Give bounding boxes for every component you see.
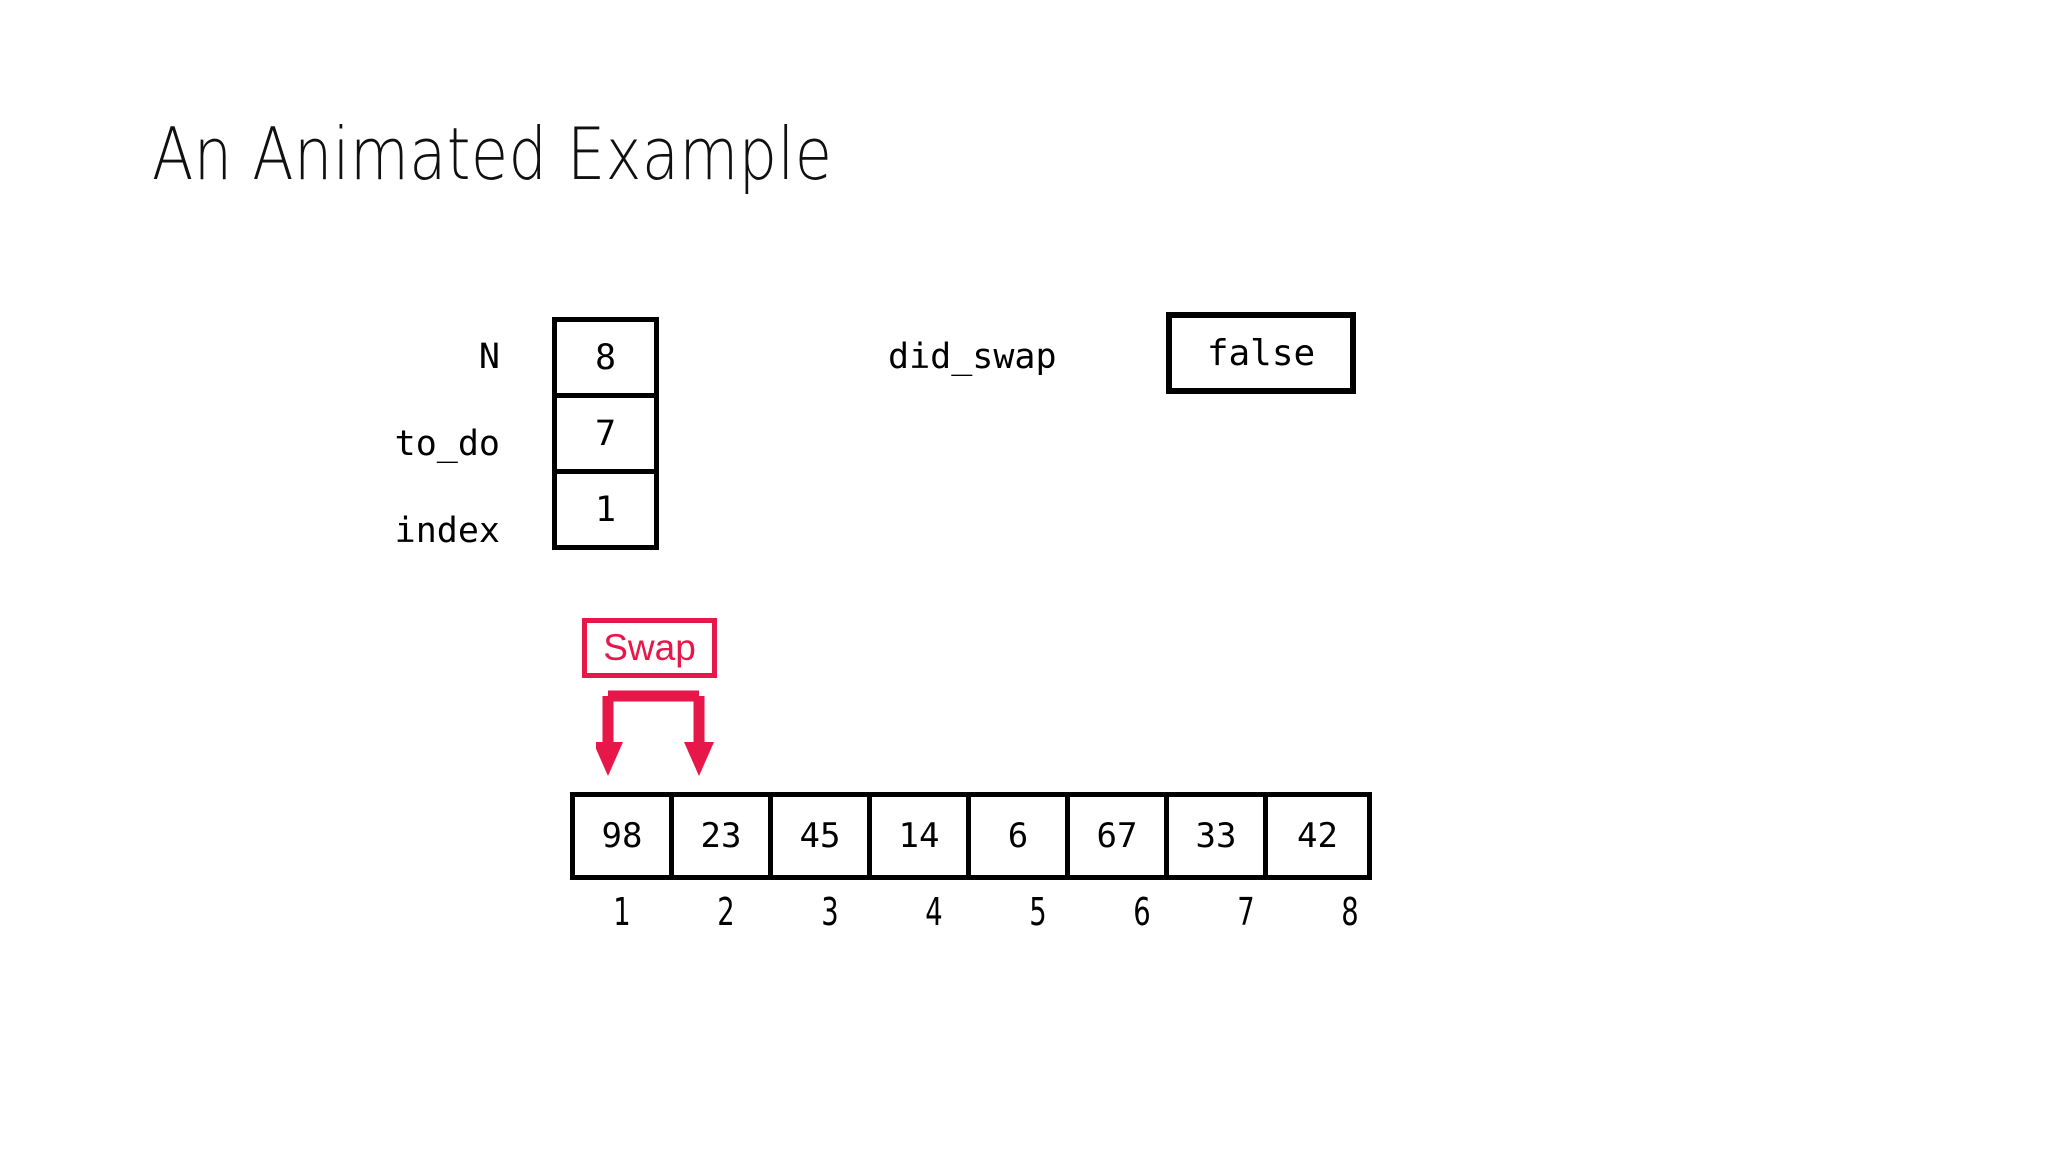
array-row: 98 23 45 14 6 67 33 42 <box>570 792 1372 880</box>
variable-value-to-do: 7 <box>552 393 659 474</box>
variable-label-to-do: to_do <box>394 424 500 464</box>
swap-arrows-icon <box>596 690 736 790</box>
did-swap-value-box: false <box>1166 312 1356 394</box>
array-index-label: 7 <box>1237 890 1255 934</box>
variable-label-index: index <box>394 511 500 551</box>
array-cell: 45 <box>773 797 872 875</box>
page-title: An Animated Example <box>152 112 833 196</box>
array-cell: 6 <box>971 797 1070 875</box>
array-index-label: 6 <box>1133 890 1151 934</box>
array-cell: 42 <box>1268 797 1367 875</box>
did-swap-label: did_swap <box>888 337 1057 377</box>
variable-label-n: N <box>478 337 500 377</box>
array-index-label: 4 <box>925 890 943 934</box>
array-cell: 14 <box>872 797 971 875</box>
array-index-labels: 1 2 3 4 5 6 7 8 <box>570 890 1402 934</box>
array-index-label: 8 <box>1341 890 1359 934</box>
variable-value-n: 8 <box>552 317 659 398</box>
array-cell: 23 <box>674 797 773 875</box>
array-index-label: 2 <box>717 890 735 934</box>
array-cell: 67 <box>1070 797 1169 875</box>
array-index-label: 3 <box>821 890 839 934</box>
swap-badge: Swap <box>582 618 717 678</box>
array-cell: 98 <box>575 797 674 875</box>
variable-value-index: 1 <box>552 469 659 550</box>
array-index-label: 1 <box>613 890 631 934</box>
array-cell: 33 <box>1169 797 1268 875</box>
variable-value-stack: 8 7 1 <box>552 317 659 550</box>
array-index-label: 5 <box>1029 890 1047 934</box>
